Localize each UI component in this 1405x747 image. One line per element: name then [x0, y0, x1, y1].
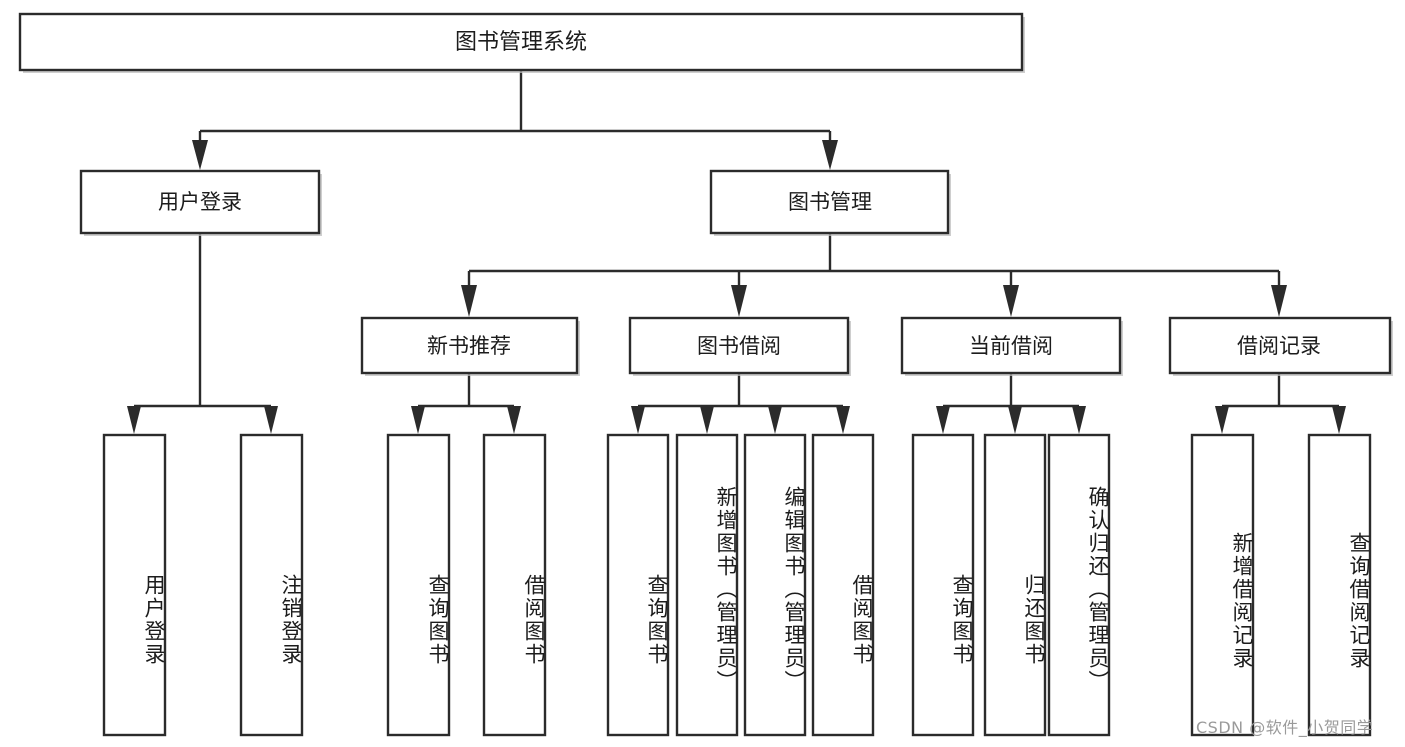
- node-new-book-recommend-label: 新书推荐: [427, 334, 511, 358]
- leaf-box-query-book-borrow[interactable]: [606, 433, 670, 737]
- node-book-borrow-label: 图书借阅: [697, 334, 781, 358]
- arrow-head-leaf-query-book-current: [936, 406, 950, 434]
- arrow-head-borrow-record: [1271, 285, 1287, 317]
- node-book-management[interactable]: 图书管理: [709, 169, 951, 236]
- node-current-borrow-label: 当前借阅: [969, 334, 1053, 358]
- arrow-head-leaf-confirm-return: [1072, 406, 1086, 434]
- arrow-head-leaf-logout: [264, 406, 278, 434]
- arrow-head-leaf-edit-book: [768, 406, 782, 434]
- arrow-head-leaf-add-borrow-record: [1215, 406, 1229, 434]
- node-book-management-label: 图书管理: [788, 190, 872, 214]
- leaf-box-logout[interactable]: [239, 433, 304, 737]
- leaf-box-return-book[interactable]: [983, 433, 1047, 737]
- arrow-head-book-management: [822, 140, 838, 170]
- leaf-box-query-book-recommend[interactable]: [386, 433, 451, 737]
- node-borrow-record[interactable]: 借阅记录: [1168, 316, 1393, 376]
- leaf-box-layer: [102, 433, 1372, 737]
- node-new-book-recommend[interactable]: 新书推荐: [360, 316, 580, 376]
- node-user-login-box[interactable]: [79, 169, 321, 235]
- node-root[interactable]: 图书管理系统: [18, 12, 1025, 73]
- arrow-head-leaf-return-book: [1008, 406, 1022, 434]
- csdn-watermark: CSDN @软件_小贺同学: [1196, 718, 1374, 737]
- arrow-head-leaf-query-borrow-record: [1332, 406, 1346, 434]
- leaf-box-confirm-return[interactable]: [1047, 433, 1111, 737]
- arrow-head-leaf-user-login: [127, 406, 141, 434]
- node-borrow-record-box[interactable]: [1168, 316, 1392, 375]
- node-root-box[interactable]: [18, 12, 1024, 72]
- arrow-head-new-book-recommend: [461, 285, 477, 317]
- leaf-box-borrow-book[interactable]: [811, 433, 875, 737]
- leaf-box-edit-book[interactable]: [743, 433, 807, 737]
- arrow-head-leaf-borrow-book: [836, 406, 850, 434]
- node-borrow-record-label: 借阅记录: [1237, 334, 1321, 358]
- leaf-box-query-book-current[interactable]: [911, 433, 975, 737]
- arrow-head-book-borrow: [731, 285, 747, 317]
- node-book-borrow[interactable]: 图书借阅: [628, 316, 851, 376]
- node-layer: 图书管理系统 用户登录 图书管理 新书推荐: [18, 12, 1393, 737]
- node-book-borrow-box[interactable]: [628, 316, 850, 375]
- leaf-box-add-book[interactable]: [675, 433, 739, 737]
- arrow-head-leaf-borrow-book-recommend: [507, 406, 521, 434]
- arrow-head-leaf-query-book-borrow: [631, 406, 645, 434]
- node-user-login-label: 用户登录: [158, 190, 242, 214]
- node-book-management-box[interactable]: [709, 169, 950, 235]
- leaf-box-user-login[interactable]: [102, 433, 167, 737]
- node-current-borrow[interactable]: 当前借阅: [900, 316, 1123, 376]
- arrow-head-user-login: [192, 140, 208, 170]
- arrow-head-leaf-query-book-recommend: [411, 406, 425, 434]
- node-user-login[interactable]: 用户登录: [79, 169, 322, 236]
- leaf-box-add-borrow-record[interactable]: [1190, 433, 1255, 737]
- leaf-box-borrow-book-recommend[interactable]: [482, 433, 547, 737]
- node-root-label: 图书管理系统: [455, 30, 587, 55]
- arrow-head-leaf-add-book: [700, 406, 714, 434]
- arrow-head-current-borrow: [1003, 285, 1019, 317]
- connector-layer: [127, 70, 1346, 434]
- node-current-borrow-box[interactable]: [900, 316, 1122, 375]
- node-new-book-recommend-box[interactable]: [360, 316, 579, 375]
- leaf-box-query-borrow-record[interactable]: [1307, 433, 1372, 737]
